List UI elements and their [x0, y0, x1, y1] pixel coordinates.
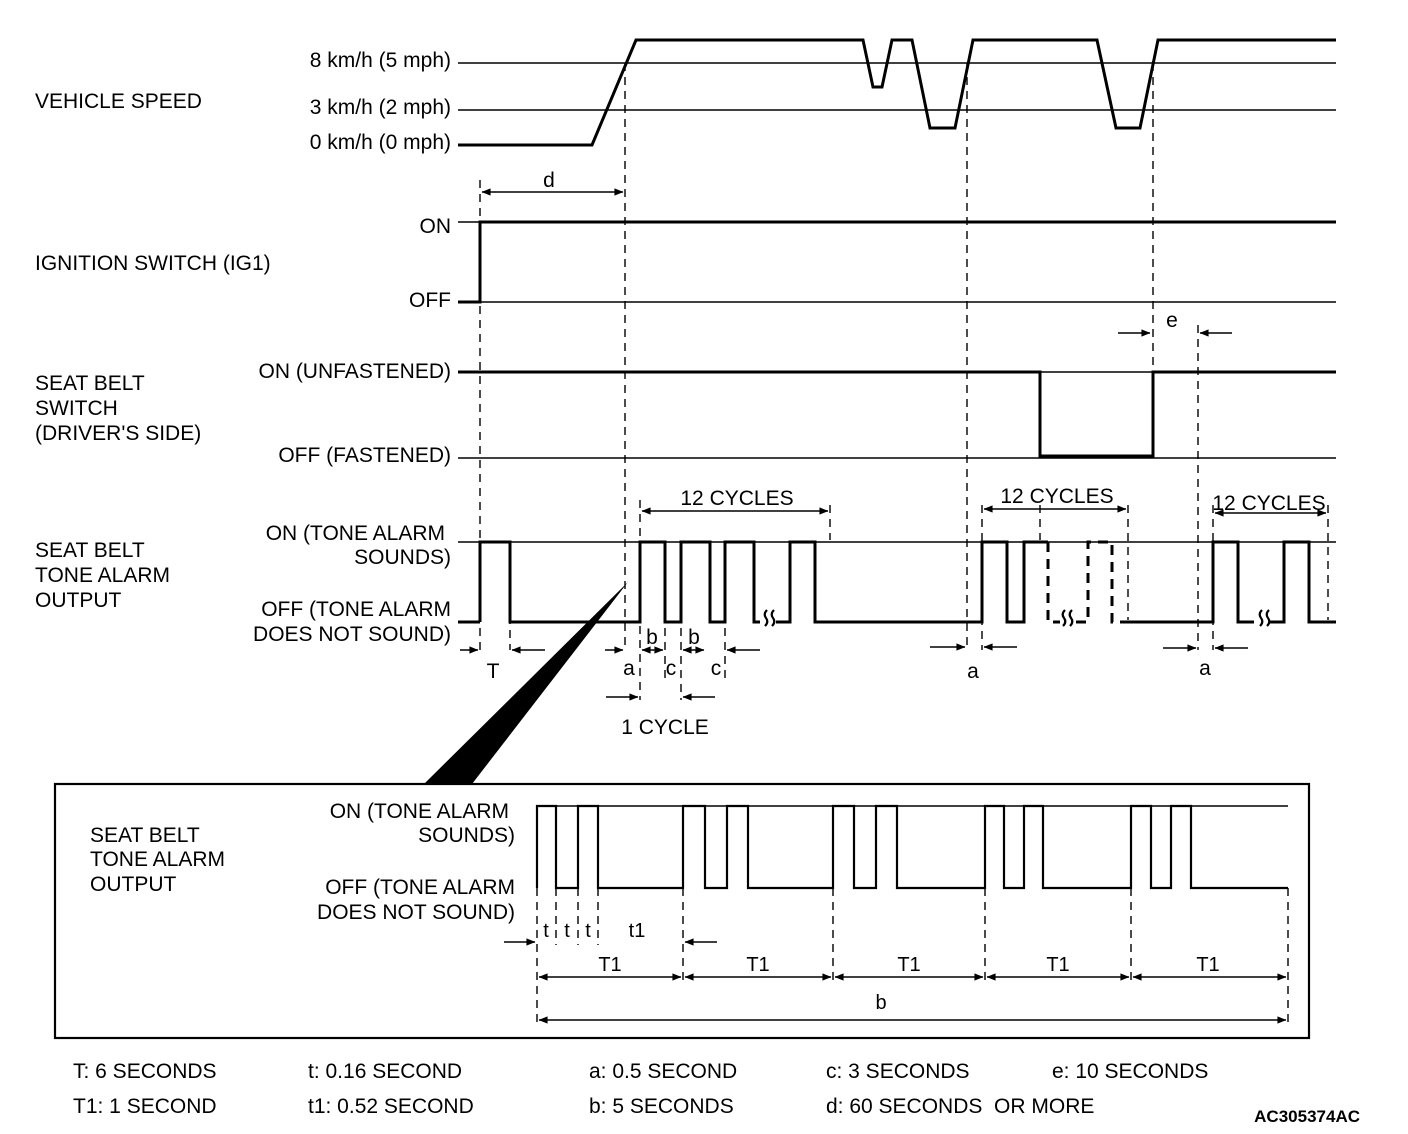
legend-d: d: 60 SECONDS OR MORE [826, 1095, 1094, 1118]
seatbelt-switch-label-3: (DRIVER'S SIDE) [35, 422, 201, 445]
legend-e: e: 10 SECONDS [1052, 1060, 1208, 1083]
ignition-waveform [458, 220, 1336, 304]
tone-alarm-masked-1 [1046, 542, 1060, 624]
legend-b: b: 5 SECONDS [589, 1095, 734, 1118]
inset-label-t-2: t [564, 920, 570, 942]
legend-T1: T1: 1 SECOND [73, 1095, 217, 1118]
break-mark-1 [763, 609, 776, 627]
legend: T: 6 SECONDS t: 0.16 SECOND a: 0.5 SECON… [73, 1060, 1360, 1126]
break-mark-3 [1258, 609, 1271, 627]
inset-label-T1-4: T1 [1046, 954, 1069, 976]
tone-alarm-waveform-3 [1124, 540, 1254, 624]
tone-alarm-label-2: TONE ALARM [35, 564, 170, 587]
inset-detail: SEAT BELT TONE ALARM OUTPUT ON (TONE ALA… [53, 782, 1311, 1040]
tone-alarm-label-3: OUTPUT [35, 589, 122, 612]
inset-label-t-1: t [543, 920, 549, 942]
guide-lines [479, 63, 1329, 700]
label-b-2: b [688, 626, 700, 649]
legend-t1: t1: 0.52 SECOND [308, 1095, 474, 1118]
inset-label-3: OUTPUT [90, 873, 177, 896]
label-12cycles-1: 12 CYCLES [680, 487, 793, 510]
legend-T: T: 6 SECONDS [73, 1060, 217, 1083]
label-e: e [1166, 309, 1178, 332]
break-mark-2 [1061, 609, 1074, 627]
tone-alarm-waveform-2 [776, 540, 1048, 624]
tone-alarm-label-1: SEAT BELT [35, 539, 145, 562]
inset-off-label-1: OFF (TONE ALARM [325, 876, 515, 899]
inset-label-t1: t1 [629, 920, 646, 942]
label-a-3: a [1199, 657, 1211, 680]
seatbelt-switch-label-2: SWITCH [35, 397, 118, 420]
label-12cycles-3: 12 CYCLES [1212, 492, 1325, 515]
inset-off-label-2: DOES NOT SOUND) [317, 901, 515, 924]
tone-off-label-2: DOES NOT SOUND) [253, 623, 451, 646]
speed-level-8kmh: 8 km/h (5 mph) [310, 49, 451, 72]
label-a-2: a [967, 660, 979, 683]
vehicle-speed-label: VEHICLE SPEED [35, 90, 202, 113]
ignition-label: IGNITION SWITCH (IG1) [35, 252, 271, 275]
label-b-1: b [646, 626, 658, 649]
inset-label-t-3: t [585, 920, 591, 942]
label-T: T [487, 660, 500, 683]
tone-on-label-2: SOUNDS) [354, 546, 451, 569]
legend-t: t: 0.16 SECOND [308, 1060, 462, 1083]
inset-label-1: SEAT BELT [90, 824, 200, 847]
tone-alarm-section: SEAT BELT TONE ALARM OUTPUT ON (TONE ALA… [35, 522, 1336, 646]
seatbelt-on-label: ON (UNFASTENED) [258, 360, 451, 383]
inset-tone-waveform [535, 804, 1288, 890]
seatbelt-switch-waveform [458, 370, 1336, 458]
speed-level-3kmh: 3 km/h (2 mph) [310, 96, 451, 119]
tone-alarm-waveform-1 [478, 540, 760, 624]
main-dimensions: d e 12 CYCLES 12 CYCLES 12 CYCLES T b b … [460, 169, 1327, 739]
speed-level-0kmh: 0 km/h (0 mph) [310, 131, 451, 154]
tone-alarm-waveform-4 [1270, 540, 1336, 624]
inset-label-b: b [875, 992, 886, 1014]
ignition-off-label: OFF [409, 289, 451, 312]
label-c-1: c [666, 657, 677, 680]
inset-label-T1-3: T1 [897, 954, 920, 976]
ignition-on-label: ON [420, 215, 452, 238]
legend-c: c: 3 SECONDS [826, 1060, 970, 1083]
inset-label-T1-1: T1 [598, 954, 621, 976]
legend-a: a: 0.5 SECOND [589, 1060, 737, 1083]
label-c-2: c [711, 657, 722, 680]
tone-off-label-1: OFF (TONE ALARM [261, 598, 451, 621]
seatbelt-off-label: OFF (FASTENED) [278, 444, 451, 467]
inset-on-label-1: ON (TONE ALARM [330, 800, 509, 823]
label-1cycle: 1 CYCLE [621, 716, 709, 739]
figure-code: AC305374AC [1254, 1107, 1360, 1126]
label-12cycles-2: 12 CYCLES [1000, 485, 1113, 508]
ignition-section: IGNITION SWITCH (IG1) ON OFF [35, 215, 1336, 312]
tone-on-label-1: ON (TONE ALARM [266, 522, 445, 545]
inset-label-2: TONE ALARM [90, 848, 225, 871]
vehicle-speed-waveform [458, 38, 1336, 147]
label-a-1: a [623, 657, 635, 680]
label-d: d [543, 169, 555, 192]
inset-on-label-2: SOUNDS) [418, 824, 515, 847]
seatbelt-switch-label-1: SEAT BELT [35, 372, 145, 395]
inset-label-T1-2: T1 [746, 954, 769, 976]
seatbelt-switch-section: SEAT BELT SWITCH (DRIVER'S SIDE) ON (UNF… [35, 360, 1336, 467]
inset-label-T1-5: T1 [1196, 954, 1219, 976]
vehicle-speed-section: VEHICLE SPEED 8 km/h (5 mph) 3 km/h (2 m… [35, 38, 1336, 154]
tone-alarm-masked-2 [1076, 540, 1124, 624]
inset-frame [53, 782, 1311, 1040]
zoom-callout-wedge [424, 582, 628, 784]
